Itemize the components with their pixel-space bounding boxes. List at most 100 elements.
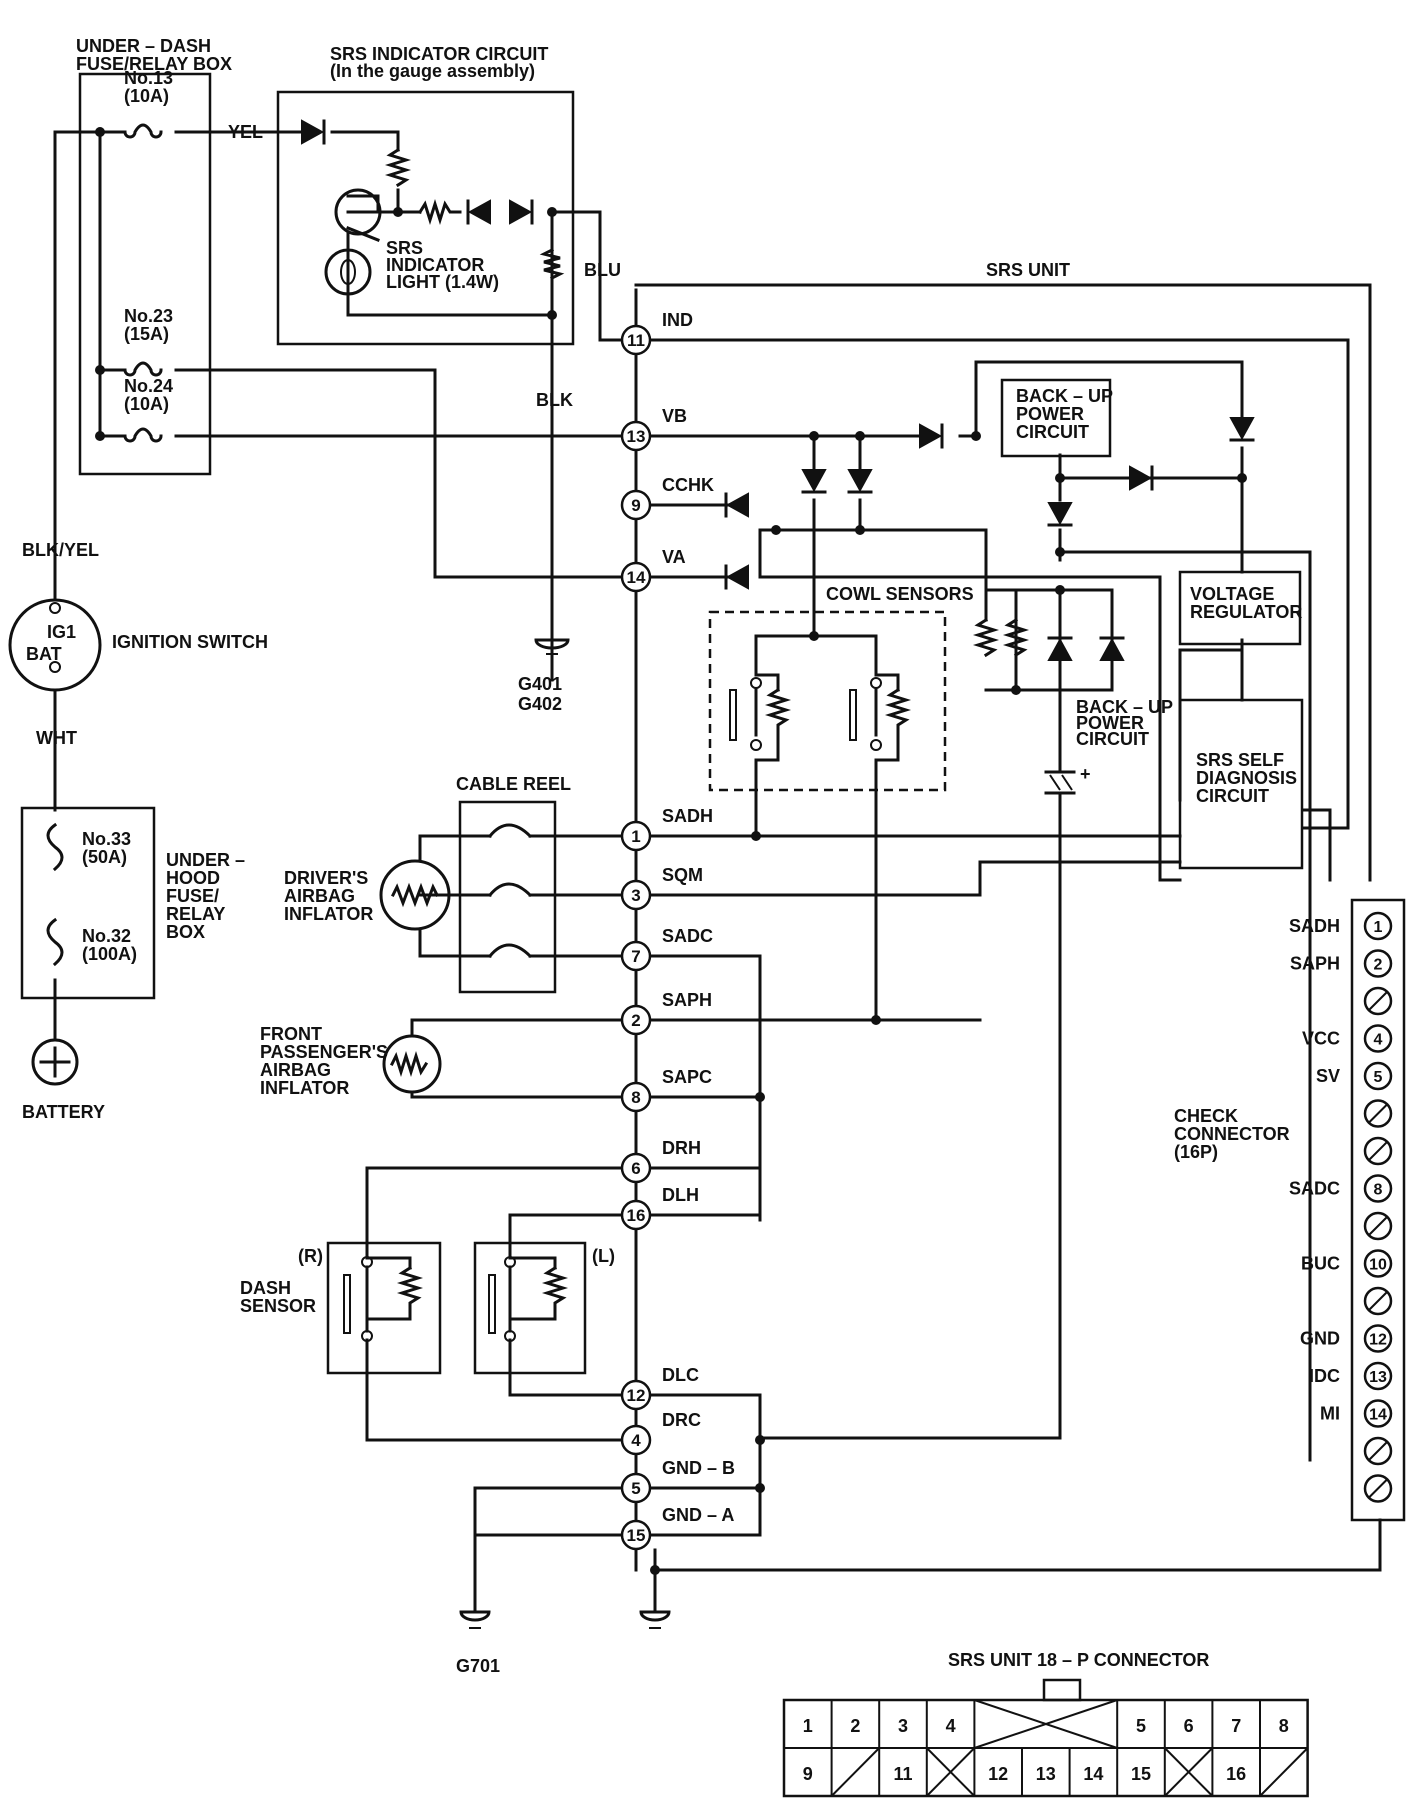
srs-pin-number: 6	[631, 1159, 640, 1178]
srs-pin-number: 16	[627, 1206, 646, 1225]
srs-pin-5: 5	[620, 1472, 652, 1504]
passenger-inflator-label-line-2: PASSENGER'S	[260, 1042, 388, 1062]
srs-pin-circle	[620, 879, 652, 911]
check-pin-name: SADH	[1289, 916, 1340, 936]
fuse24-label-line-1: No.24	[124, 376, 173, 396]
check-pin-circle	[1363, 1174, 1393, 1203]
underhood-fuse-box-label-line-1: UNDER –	[166, 850, 245, 870]
connector-18p-cell-14: 14	[1083, 1764, 1103, 1784]
connector-18p-title: SRS UNIT 18 – P CONNECTOR	[948, 1650, 1209, 1670]
connector-18p-cell-7: 7	[1231, 1716, 1241, 1736]
connector-18p-blank-cell	[830, 1747, 880, 1797]
driver-inflator-label-line-3: INFLATOR	[284, 904, 373, 924]
srs-pin-number: 1	[631, 827, 640, 846]
underhood-fuse-box-outline	[20, 806, 156, 1000]
transistor-symbol	[334, 188, 382, 236]
check-pin-empty	[1363, 986, 1393, 1016]
sensor-contacts	[343, 677, 882, 1342]
ground-symbols	[459, 626, 671, 1629]
underhood-fuse-box-label-line-3: FUSE/	[166, 886, 219, 906]
check-pin-number: 12	[1369, 1332, 1387, 1349]
srs-pin-number: 8	[631, 1088, 640, 1107]
check-pin-circle	[1363, 1361, 1393, 1391]
check-pin-empty	[1363, 1474, 1393, 1503]
check-pin-name: MI	[1320, 1404, 1340, 1424]
check-pin-name: SADC	[1289, 1179, 1340, 1199]
check-pin-name: VCC	[1302, 1029, 1340, 1049]
indicator-input-diode	[301, 119, 325, 145]
fuse33-label-line-2: (50A)	[82, 847, 127, 867]
connector-18p-cell-9: 9	[803, 1764, 813, 1784]
ignition-switch-symbol	[8, 598, 102, 692]
check-pin-circle	[1363, 911, 1393, 941]
component-boxes	[20, 72, 1406, 1522]
srs-pin-name: DRH	[662, 1138, 701, 1158]
passenger-inflator-label-line-3: AIRBAG	[260, 1060, 331, 1080]
backup-power-circuit-label-line-1: BACK – UP	[1016, 386, 1113, 406]
dash-sensor-r-label: (R)	[298, 1246, 323, 1266]
connector-18p-blank-cell	[1259, 1747, 1309, 1797]
srs-pin-circle	[620, 420, 652, 452]
underhood-fuse-box-label-line-2: HOOD	[166, 868, 220, 888]
srs-pin-6: 6	[620, 1152, 652, 1184]
check-connector-label-line-1: CHECK	[1174, 1106, 1238, 1126]
cowl-sensors-outline	[708, 610, 947, 792]
check-pin-empty	[1363, 1136, 1393, 1166]
srs-pin-name: SADH	[662, 806, 713, 826]
check-pin-unused-slash	[1368, 991, 1388, 1011]
srs-pin-number: 4	[631, 1431, 641, 1450]
srs-pin-circle	[620, 1472, 652, 1504]
srs-pin-number: 5	[631, 1479, 640, 1498]
indicator-circuit-outline	[276, 90, 575, 346]
check-pin-unused-slash	[1368, 1441, 1388, 1461]
check-pin-number: 14	[1369, 1407, 1387, 1424]
connector-18p-cell-13: 13	[1036, 1764, 1056, 1784]
check-pin-unused-slash	[1368, 1291, 1388, 1311]
srs-pin-number: 2	[631, 1011, 640, 1030]
cable-reel-label: CABLE REEL	[456, 774, 571, 794]
check-pin-circle	[1363, 1024, 1393, 1053]
check-pin-name: BUC	[1301, 1254, 1340, 1274]
self-diagnosis-label-line-1: SRS SELF	[1196, 750, 1284, 770]
srs-pin-name: GND – A	[662, 1505, 734, 1525]
srs-pin-name: SADC	[662, 926, 713, 946]
indicator-circuit-label-line-2: (In the gauge assembly)	[330, 61, 535, 81]
backup-power-circuit-label-2-line-1: BACK – UP	[1076, 697, 1173, 717]
check-pin-13: 13	[1363, 1361, 1393, 1391]
wire-color-blk: BLK	[536, 390, 573, 410]
check-pin-circle	[1363, 1061, 1393, 1091]
underhood-fuse-box-label-line-5: BOX	[166, 922, 205, 942]
srs-pin-circle	[620, 820, 652, 852]
srs-pin-name: VA	[662, 547, 686, 567]
srs-pin-number: 7	[631, 947, 640, 966]
connector-18p-cell-11: 11	[893, 1764, 912, 1784]
check-pin-14: 14	[1363, 1399, 1393, 1428]
driver-inflator-label-line-1: DRIVER'S	[284, 868, 368, 888]
connector-18p-cell-12: 12	[988, 1764, 1008, 1784]
underhood-fuse-box-label-line-4: RELAY	[166, 904, 225, 924]
battery-symbol	[31, 1038, 79, 1086]
check-pin-unused-slash	[1368, 1103, 1388, 1124]
connector-18p-cell-3: 3	[898, 1716, 908, 1736]
srs-pin-12: 12	[620, 1379, 652, 1411]
srs-pin-3: 3	[620, 879, 652, 911]
check-pin-number: 2	[1374, 957, 1383, 974]
check-pin-circle	[1363, 949, 1393, 978]
fuse13-label-line-1: No.13	[124, 68, 173, 88]
srs-pin-14: 14	[620, 561, 652, 593]
backup-power-circuit-label-2-line-2: POWER	[1076, 713, 1144, 733]
srs-pin-number: 12	[627, 1386, 646, 1405]
srs-pin-name: SQM	[662, 865, 703, 885]
srs-pin-circle	[620, 1199, 652, 1231]
srs-pin-15: 15	[620, 1519, 652, 1551]
driver-inflator-symbol	[379, 859, 451, 931]
srs-pin-name: IND	[662, 310, 693, 330]
underdash-fuse-box-outline	[78, 72, 212, 476]
fuses	[46, 123, 533, 967]
srs-pin-name: CCHK	[662, 475, 714, 495]
check-pin-number: 5	[1374, 1069, 1383, 1086]
srs-pin-name: GND – B	[662, 1458, 735, 1478]
backup-power-circuit-label-line-2: POWER	[1016, 404, 1084, 424]
srs-pin-name: DLC	[662, 1365, 699, 1385]
